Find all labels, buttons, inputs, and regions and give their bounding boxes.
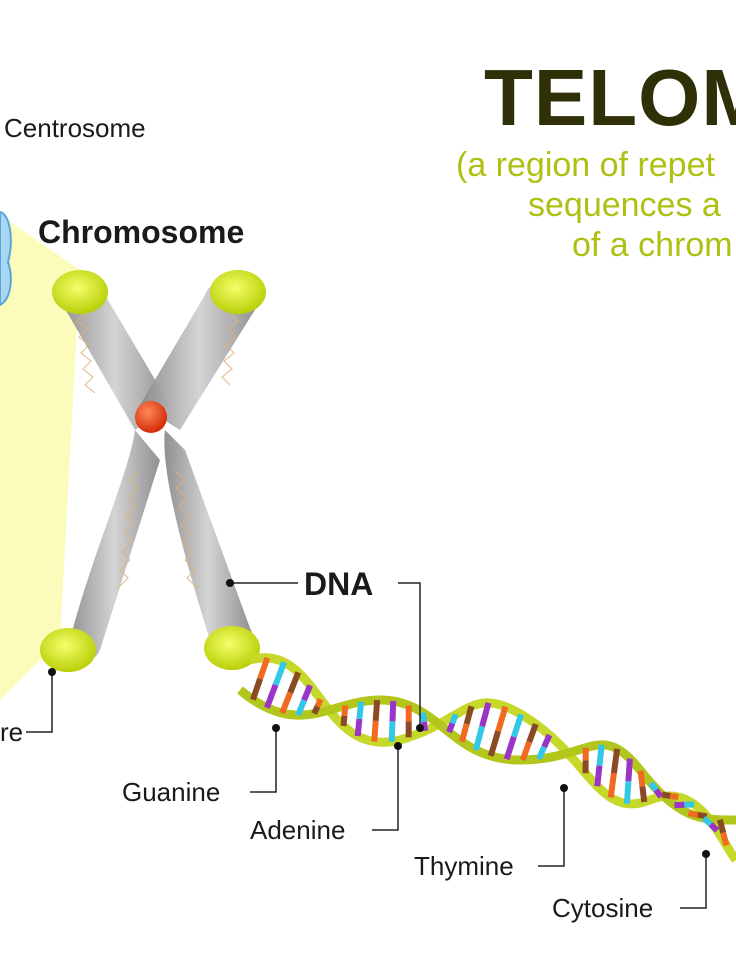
centrosome-label: Centrosome <box>4 113 146 143</box>
adenine-pointer-dot <box>394 742 402 750</box>
base-pair-half <box>420 712 428 723</box>
base-pair-half <box>389 700 397 722</box>
base-pair-half <box>356 701 365 720</box>
telomere-cap-lower-left <box>40 628 96 672</box>
base-pair-half <box>596 744 605 766</box>
telomere-cap-lower-right <box>204 626 260 670</box>
cytosine-label: Cytosine <box>552 893 654 923</box>
base-pair-half <box>446 722 456 734</box>
base-pair-half <box>625 758 633 782</box>
base-pair-half <box>250 677 263 701</box>
dna-leader-right <box>398 582 421 728</box>
base-pair-half <box>264 683 279 709</box>
base-pair-half <box>536 745 547 761</box>
base-pair-half <box>519 740 533 762</box>
base-pair-half <box>594 765 603 787</box>
adenine-label: Adenine <box>250 815 346 845</box>
base-pair-half <box>503 735 517 761</box>
base-pair-half <box>472 725 486 751</box>
base-pair-half <box>648 781 659 792</box>
base-pair-half <box>697 811 708 820</box>
dna-pointer-dot <box>226 579 234 587</box>
dna-helix <box>237 653 736 863</box>
base-pair-half <box>257 656 271 680</box>
guanine-leader <box>250 728 277 793</box>
chromosome <box>40 270 266 672</box>
base-pair-half <box>340 715 348 727</box>
chromosome-arm-upper-right <box>140 279 260 430</box>
base-pair-half <box>458 723 470 743</box>
chromosome-arm-lower-left <box>67 430 160 662</box>
base-pair-half <box>372 699 381 722</box>
telomere-pointer-dot <box>48 668 56 676</box>
subtitle-line-2: sequences a <box>528 186 721 224</box>
base-pair-half <box>511 713 525 738</box>
base-pair-half <box>661 791 671 799</box>
base-pair-half <box>716 819 727 834</box>
dna-label: DNA <box>304 566 374 602</box>
base-pair-half <box>495 705 509 733</box>
base-pair-half <box>463 705 475 725</box>
base-pair-half <box>421 721 428 732</box>
base-pair-half <box>669 792 679 800</box>
thymine-pointer-dot <box>560 784 568 792</box>
telomere-cap-upper-right <box>210 270 266 314</box>
base-pair-half <box>541 733 553 749</box>
base-pair-half <box>295 699 307 717</box>
dna-helix-pointer-dot <box>416 724 424 732</box>
base-pair-half <box>479 702 492 728</box>
base-pair-half <box>354 718 363 737</box>
telomere-cap-upper-left <box>52 270 108 314</box>
telomere-partial-label: re <box>0 717 24 747</box>
base-pair-half <box>623 780 632 804</box>
base-pair-half <box>653 788 664 799</box>
subtitle-line-3: of a chrom <box>572 226 733 264</box>
leader-lines <box>26 582 707 909</box>
chromosome-arm-upper-left <box>59 280 170 430</box>
base-pair-half <box>701 815 713 827</box>
telomere-leader <box>26 672 53 733</box>
base-pair-half <box>607 772 617 798</box>
base-pair-half <box>314 698 324 708</box>
guanine-label: Guanine <box>122 777 221 807</box>
guanine-pointer-dot <box>272 724 280 732</box>
base-pair-half <box>341 705 349 716</box>
base-pair-half <box>526 723 539 744</box>
base-pair-half <box>371 720 379 742</box>
cytosine-pointer-dot <box>702 850 710 858</box>
cytosine-leader <box>680 854 707 909</box>
page-title: TELOM <box>484 53 736 142</box>
centromere <box>135 401 167 433</box>
zoom-highlight-wedge <box>0 215 80 700</box>
base-pair-half <box>720 831 730 847</box>
base-pair-half <box>449 713 459 725</box>
base-pair-half <box>487 730 502 757</box>
base-pair-half <box>610 748 621 774</box>
base-pair-half <box>388 721 396 742</box>
thymine-leader <box>538 788 565 867</box>
chromosome-arm-lower-right <box>164 430 253 655</box>
base-pair-half <box>708 822 720 833</box>
subtitle-line-1: (a region of repet <box>456 146 715 184</box>
chromosome-label: Chromosome <box>38 214 245 250</box>
base-pair-half <box>272 661 287 687</box>
base-pair-half <box>311 705 321 715</box>
centrosome-shape <box>0 210 12 307</box>
base-pair-half <box>301 684 313 702</box>
base-pair-half <box>279 691 293 715</box>
base-pair-half <box>639 786 648 803</box>
base-pair-half <box>637 770 646 787</box>
thymine-label: Thymine <box>414 851 514 881</box>
base-pair-half <box>287 671 302 694</box>
adenine-leader <box>372 746 399 831</box>
base-pair-half <box>687 810 699 818</box>
